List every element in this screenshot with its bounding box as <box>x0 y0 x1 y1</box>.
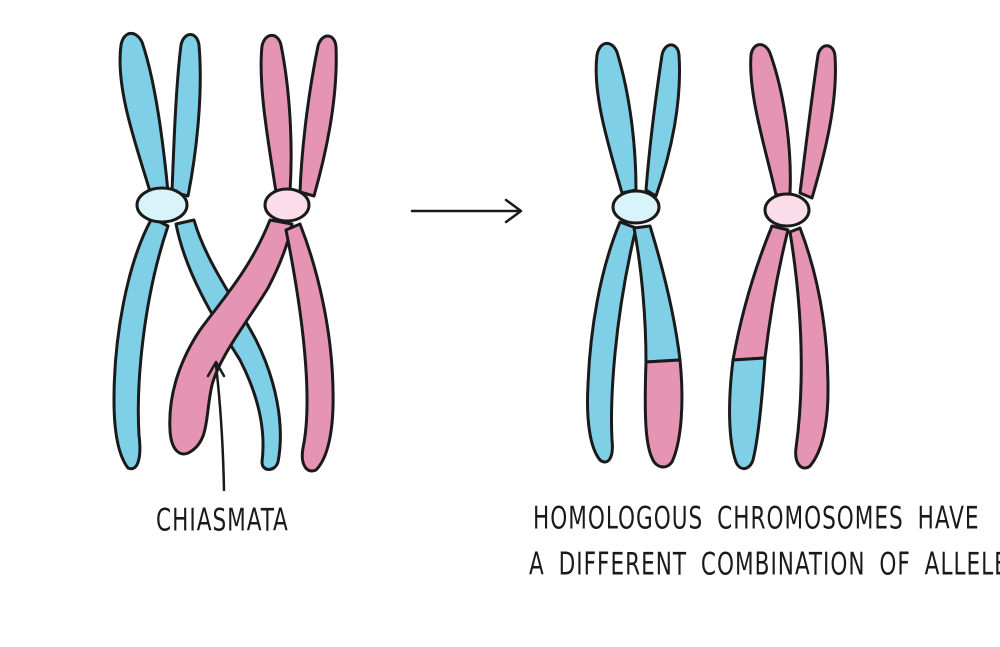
pink-chromosome-crossing <box>168 33 338 473</box>
chiasmata-label: CHIASMATA <box>156 502 289 539</box>
pink-centromere-2 <box>763 192 811 228</box>
blue-chromosome-crossing <box>112 31 282 471</box>
pink-chromosome-recombinant <box>728 43 837 470</box>
pink-centromere <box>263 187 311 223</box>
result-caption-line1: HOMOLOGOUS CHROMOSOMES HAVE <box>533 500 980 537</box>
blue-centromere <box>135 186 189 224</box>
blue-centromere-2 <box>611 189 661 225</box>
process-arrow <box>410 198 523 224</box>
chiasmata-pointer-arrow <box>206 360 226 492</box>
result-caption-line2: A DIFFERENT COMBINATION OF ALLELES <box>529 546 1000 583</box>
blue-chromosome-recombinant <box>586 41 684 469</box>
